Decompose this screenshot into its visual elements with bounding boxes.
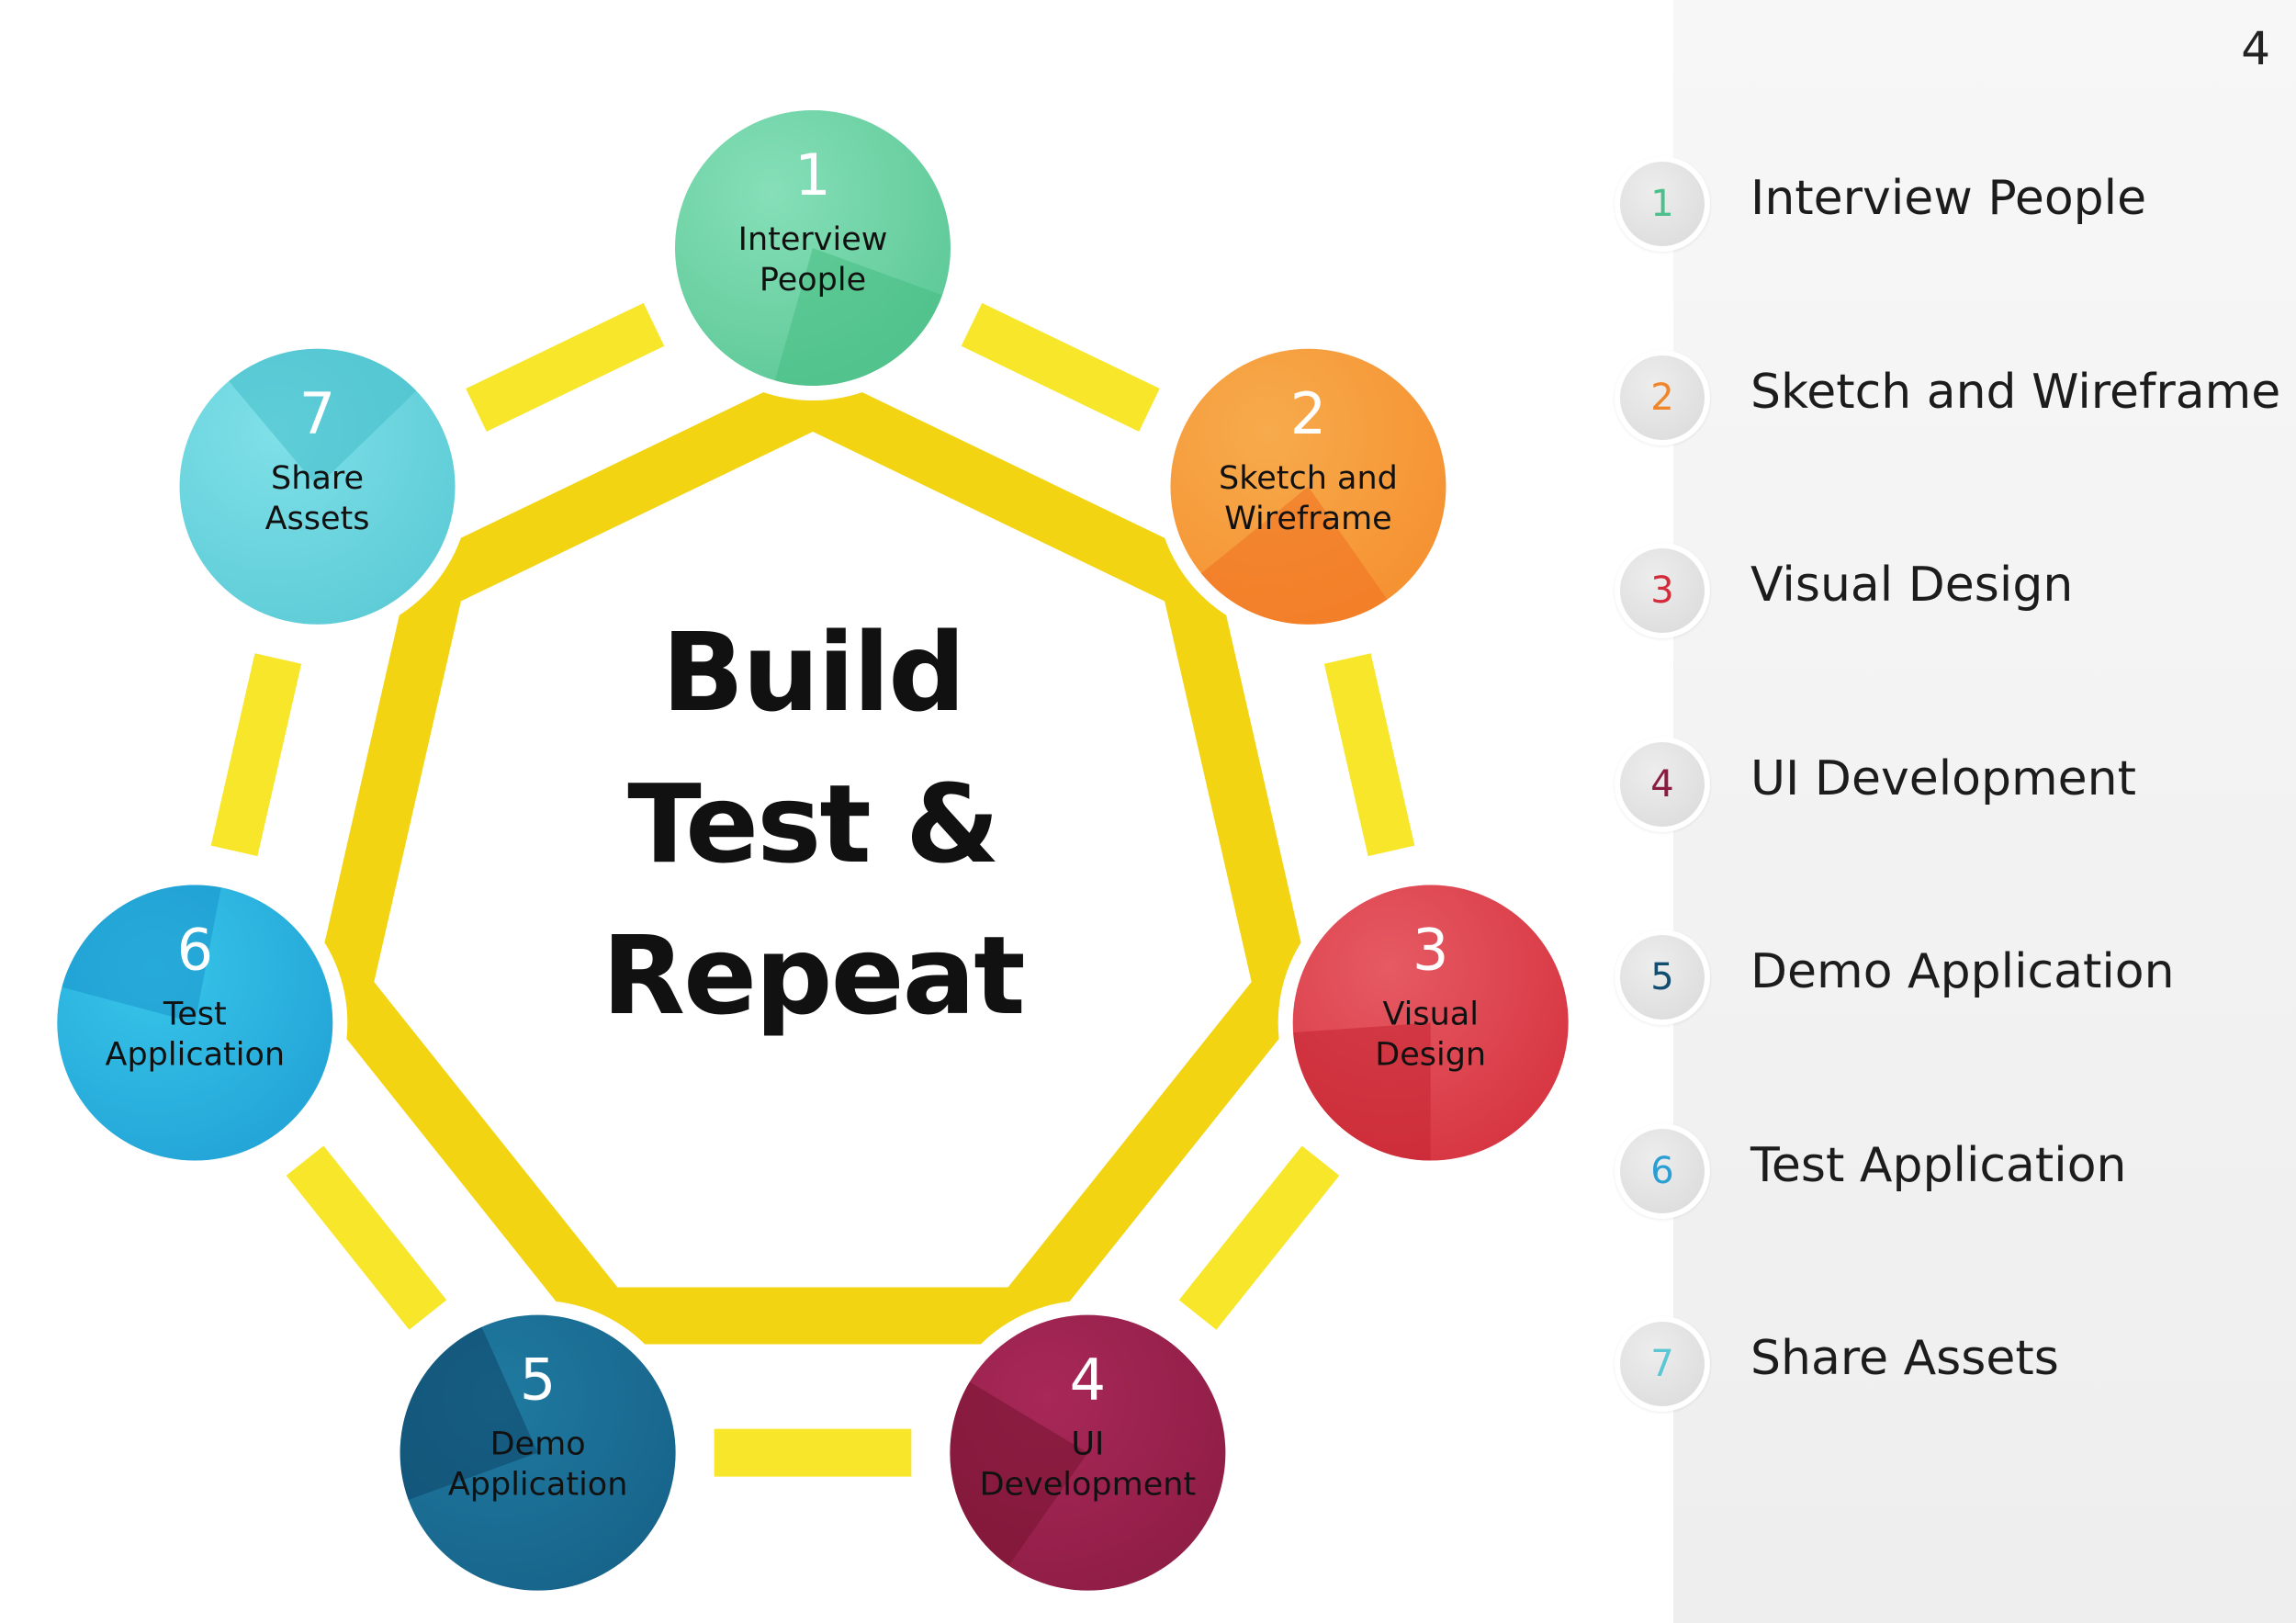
- step-label-line: Application: [106, 1037, 286, 1074]
- legend-number: 6: [1620, 1128, 1705, 1213]
- legend-number: 3: [1620, 548, 1705, 633]
- legend-label: Visual Design: [1750, 558, 2074, 613]
- legend-label: Demo Application: [1750, 944, 2175, 999]
- legend-badge: 7: [1615, 1316, 1710, 1412]
- step-label-line: Assets: [265, 501, 370, 537]
- connector-segment: [1323, 653, 1415, 857]
- step-label-line: Application: [448, 1467, 628, 1504]
- step-label-line: Test: [163, 997, 227, 1033]
- step-label-line: People: [760, 262, 866, 299]
- legend-item-6: 6 Test Application: [1615, 1122, 2296, 1228]
- connector-segment: [466, 302, 665, 432]
- step-label-line: Design: [1375, 1037, 1486, 1074]
- step-node-shade: [774, 248, 942, 386]
- legend-badge: 2: [1615, 349, 1710, 445]
- connector-segment: [961, 302, 1160, 432]
- step-label-line: Demo: [490, 1426, 586, 1463]
- legend-badge: 1: [1615, 156, 1710, 252]
- step-node-shade: [1200, 486, 1388, 625]
- step-number: 1: [794, 141, 830, 209]
- connector-segment: [210, 653, 302, 857]
- step-label-line: Share: [271, 460, 364, 497]
- step-label-line: Visual: [1382, 997, 1479, 1033]
- legend-item-5: 5 Demo Application: [1615, 930, 2296, 1034]
- step-label-line: Sketch and: [1219, 460, 1398, 497]
- center-title-line-1: Build: [661, 609, 965, 736]
- legend-number: 1: [1620, 162, 1705, 246]
- legend-item-4: 4 UI Development: [1615, 736, 2296, 841]
- page-number: 4: [2241, 22, 2270, 75]
- connector-segment: [286, 1145, 447, 1330]
- step-number: 2: [1290, 380, 1326, 447]
- legend-label: Test Application: [1750, 1137, 2127, 1193]
- step-node-shade: [950, 1381, 1088, 1566]
- legend-badge: 4: [1615, 736, 1710, 832]
- legend-badge: 3: [1615, 543, 1710, 638]
- legend-number: 7: [1620, 1322, 1705, 1406]
- legend-panel: [1673, 0, 2296, 1623]
- legend-number: 4: [1620, 741, 1705, 827]
- step-node-shade: [1293, 1022, 1431, 1161]
- step-node-shade: [400, 1326, 538, 1500]
- legend-label: Interview People: [1750, 171, 2147, 226]
- legend-label: Share Assets: [1750, 1331, 2059, 1386]
- center-title-line-2: Test &: [627, 761, 999, 887]
- center-title: Build Test & Repeat: [588, 597, 1038, 1052]
- step-label-line: Wireframe: [1224, 501, 1392, 537]
- legend-number: 5: [1620, 935, 1705, 1020]
- legend-item-7: 7 Share Assets: [1615, 1316, 2296, 1421]
- step-label-line: Interview: [738, 221, 888, 258]
- legend-number: 2: [1620, 355, 1705, 440]
- legend-label: UI Development: [1750, 750, 2136, 806]
- step-number: 3: [1412, 917, 1448, 984]
- legend-label: Sketch and Wireframe: [1750, 364, 2281, 420]
- legend-item-1: 1 Interview People: [1615, 156, 2296, 261]
- center-title-line-3: Repeat: [602, 912, 1025, 1039]
- step-label-line: UI: [1071, 1426, 1104, 1463]
- step-node-4: 4UI Development: [935, 1300, 1241, 1606]
- step-node-shade: [229, 348, 417, 487]
- inner-ring: [312, 368, 1313, 1345]
- step-number: 5: [520, 1347, 556, 1414]
- step-label-line: Development: [980, 1467, 1197, 1504]
- step-node-shade: [62, 885, 221, 1023]
- connector-segment: [1178, 1145, 1340, 1330]
- step-number: 4: [1070, 1347, 1106, 1414]
- step-number: 7: [299, 380, 335, 447]
- legend-item-2: 2 Sketch and Wireframe: [1615, 349, 2296, 455]
- legend-badge: 5: [1615, 930, 1710, 1025]
- legend-item-3: 3 Visual Design: [1615, 543, 2296, 648]
- legend-badge: 6: [1615, 1122, 1710, 1219]
- step-number: 6: [177, 917, 213, 984]
